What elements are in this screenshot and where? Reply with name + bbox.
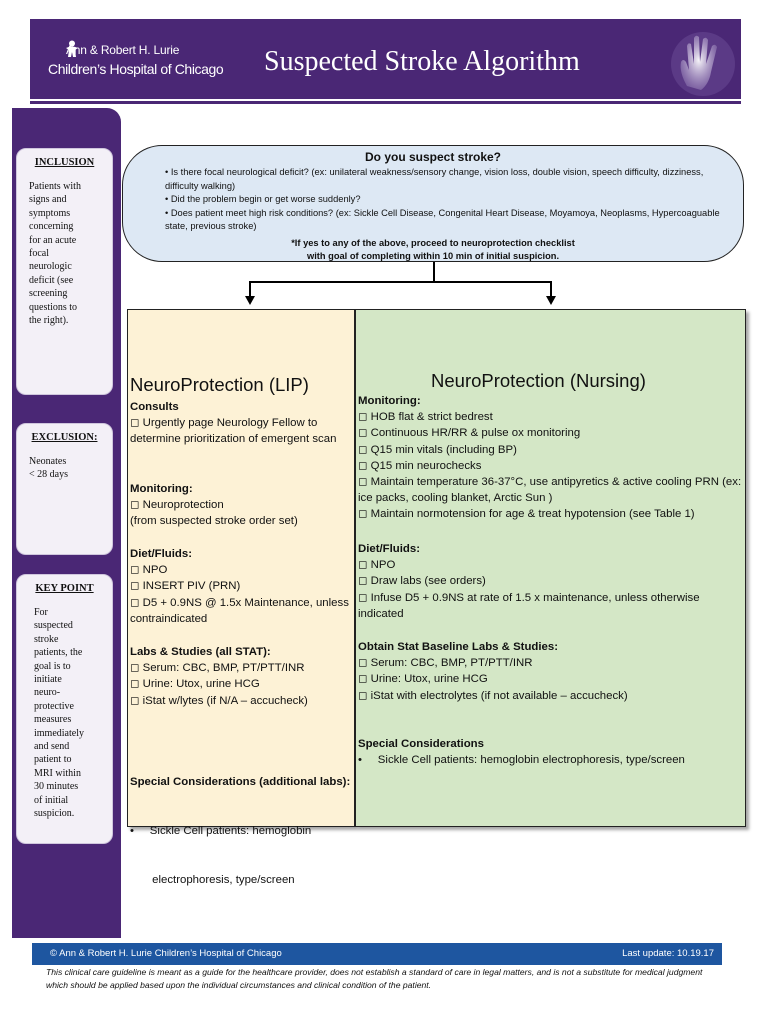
checklist-item: ◻ Infuse D5 + 0.9NS at rate of 1.5 x mai… bbox=[358, 591, 700, 620]
checklist-item: ◻ Urine: Utox, urine HCG bbox=[358, 673, 488, 686]
header-rule bbox=[30, 101, 741, 104]
nursing-monitoring: Monitoring: ◻ HOB flat & strict bedrest … bbox=[358, 393, 743, 523]
checklist-item: ◻ Serum: CBC, BMP, PT/PTT/INR bbox=[358, 657, 533, 670]
checklist-item: • Sickle Cell patients: hemoglobin bbox=[130, 825, 312, 838]
section-heading: Obtain Stat Baseline Labs & Studies: bbox=[358, 641, 559, 653]
org-name-line2: Children’s Hospital of Chicago bbox=[48, 61, 224, 77]
last-update-text: Last update: 10.19.17 bbox=[622, 948, 714, 959]
section-heading: Monitoring: bbox=[358, 395, 421, 407]
checklist-item: ◻ NPO bbox=[130, 564, 168, 577]
nursing-title: NeuroProtection (Nursing) bbox=[431, 370, 646, 391]
checklist-item: (from suspected stroke order set) bbox=[130, 515, 298, 528]
section-heading: Special Considerations (additional labs)… bbox=[130, 776, 351, 789]
screening-note: *If yes to any of the above, proceed to … bbox=[123, 237, 743, 264]
lip-diet-fluids: Diet/Fluids: ◻ NPO ◻ INSERT PIV (PRN) ◻ … bbox=[130, 546, 350, 627]
checklist-item: electrophoresis, type/screen bbox=[130, 873, 295, 886]
exclusion-text: Neonates < 28 days bbox=[29, 456, 68, 481]
screening-question: • Does patient meet high risk conditions… bbox=[165, 207, 720, 232]
exclusion-heading: EXCLUSION: bbox=[31, 432, 98, 443]
key-point-heading: KEY POINT bbox=[35, 583, 94, 594]
section-heading: Special Considerations bbox=[358, 738, 484, 750]
checklist-item: ◻ Continuous HR/RR & pulse ox monitoring bbox=[358, 427, 581, 440]
key-point-text: For suspected stroke patients, the goal … bbox=[34, 607, 84, 820]
lip-title: NeuroProtection (LIP) bbox=[130, 374, 309, 395]
inclusion-box: INCLUSION Patients with signs and sympto… bbox=[16, 148, 113, 395]
lip-panel: NeuroProtection (LIP) Consults ◻ Urgentl… bbox=[127, 309, 355, 886]
screening-note-line2: with goal of completing within 10 min of… bbox=[306, 251, 560, 262]
checklist-item: ◻ iStat with electrolytes (if not availa… bbox=[358, 689, 628, 702]
checklist-item: ◻ D5 + 0.9NS @ 1.5x Maintenance, unless … bbox=[130, 596, 349, 625]
screening-questions: • Is there focal neurological deficit? (… bbox=[165, 166, 735, 234]
footer-bar: © Ann & Robert H. Lurie Children’s Hospi… bbox=[32, 943, 722, 965]
section-heading: Labs & Studies (all STAT): bbox=[130, 646, 271, 658]
checklist-item: ◻ Q15 min neurochecks bbox=[358, 459, 482, 472]
nursing-baseline-labs: Obtain Stat Baseline Labs & Studies: ◻ S… bbox=[358, 639, 743, 704]
connector-right bbox=[550, 281, 552, 298]
nursing-special-considerations: Special Considerations • Sickle Cell pat… bbox=[358, 736, 743, 768]
hand-icon bbox=[671, 32, 735, 96]
checklist-item: ◻ Urgently page Neurology Fellow to dete… bbox=[130, 417, 337, 446]
exclusion-box: EXCLUSION: Neonates < 28 days bbox=[16, 423, 113, 555]
checklist-item: ◻ INSERT PIV (PRN) bbox=[130, 580, 241, 593]
copyright-text: © Ann & Robert H. Lurie Children’s Hospi… bbox=[50, 948, 282, 959]
arrow-down-icon bbox=[245, 296, 255, 305]
connector-horizontal bbox=[249, 281, 551, 283]
org-name-line1: Ann & Robert H. Lurie bbox=[66, 43, 180, 57]
inclusion-text: Patients with signs and symptoms concern… bbox=[29, 181, 81, 327]
checklist-item: • Sickle Cell patients: hemoglobin elect… bbox=[358, 754, 685, 767]
checklist-item: ◻ Maintain normotension for age & treat … bbox=[358, 508, 695, 521]
lip-special-considerations: Special Considerations (additional labs)… bbox=[130, 742, 354, 920]
screening-question: • Is there focal neurological deficit? (… bbox=[165, 167, 704, 191]
stroke-screening-box: Do you suspect stroke? • Is there focal … bbox=[122, 145, 744, 262]
header-banner bbox=[30, 19, 741, 99]
lip-labs: Labs & Studies (all STAT): ◻ Serum: CBC,… bbox=[130, 644, 354, 709]
checklist-item: ◻ NPO bbox=[358, 559, 396, 572]
inclusion-heading: INCLUSION bbox=[34, 157, 95, 168]
nursing-diet-fluids: Diet/Fluids: ◻ NPO ◻ Draw labs (see orde… bbox=[358, 541, 743, 622]
checklist-item: ◻ Maintain temperature 36-37°C, use anti… bbox=[358, 476, 742, 505]
section-heading: Diet/Fluids: bbox=[130, 548, 193, 560]
page-title: Suspected Stroke Algorithm bbox=[264, 46, 580, 77]
checklist-item: ◻ Q15 min vitals (including BP) bbox=[358, 443, 517, 456]
connector-vertical bbox=[433, 262, 435, 282]
section-heading: Consults bbox=[130, 401, 179, 413]
checklist-item: ◻ Serum: CBC, BMP, PT/PTT/INR bbox=[130, 662, 305, 675]
connector-left bbox=[249, 281, 251, 298]
nursing-panel: NeuroProtection (Nursing) Monitoring: ◻ … bbox=[355, 309, 746, 827]
hospital-logo: Ann & Robert H. Lurie Children’s Hospita… bbox=[48, 40, 253, 85]
screening-title: Do you suspect stroke? bbox=[364, 150, 502, 164]
disclaimer-text: This clinical care guideline is meant as… bbox=[46, 967, 703, 990]
lip-consults: Consults ◻ Urgently page Neurology Fello… bbox=[130, 399, 350, 448]
child-figure-icon bbox=[66, 40, 78, 57]
screening-note-line1: *If yes to any of the above, proceed to … bbox=[291, 238, 575, 248]
section-heading: Diet/Fluids: bbox=[358, 543, 421, 555]
lip-monitoring: Monitoring: ◻ Neuroprotection (from susp… bbox=[130, 481, 350, 530]
section-heading: Monitoring: bbox=[130, 483, 193, 495]
screening-question: • Did the problem begin or get worse sud… bbox=[165, 194, 361, 204]
checklist-item: ◻ HOB flat & strict bedrest bbox=[358, 411, 493, 424]
checklist-item: ◻ Draw labs (see orders) bbox=[358, 575, 486, 588]
checklist-item: ◻ Urine: Utox, urine HCG bbox=[130, 678, 260, 691]
key-point-box: KEY POINT For suspected stroke patients,… bbox=[16, 574, 113, 844]
checklist-item: ◻ iStat w/lytes (if N/A – accucheck) bbox=[130, 694, 308, 707]
checklist-item: ◻ Neuroprotection bbox=[130, 499, 224, 512]
arrow-down-icon bbox=[546, 296, 556, 305]
